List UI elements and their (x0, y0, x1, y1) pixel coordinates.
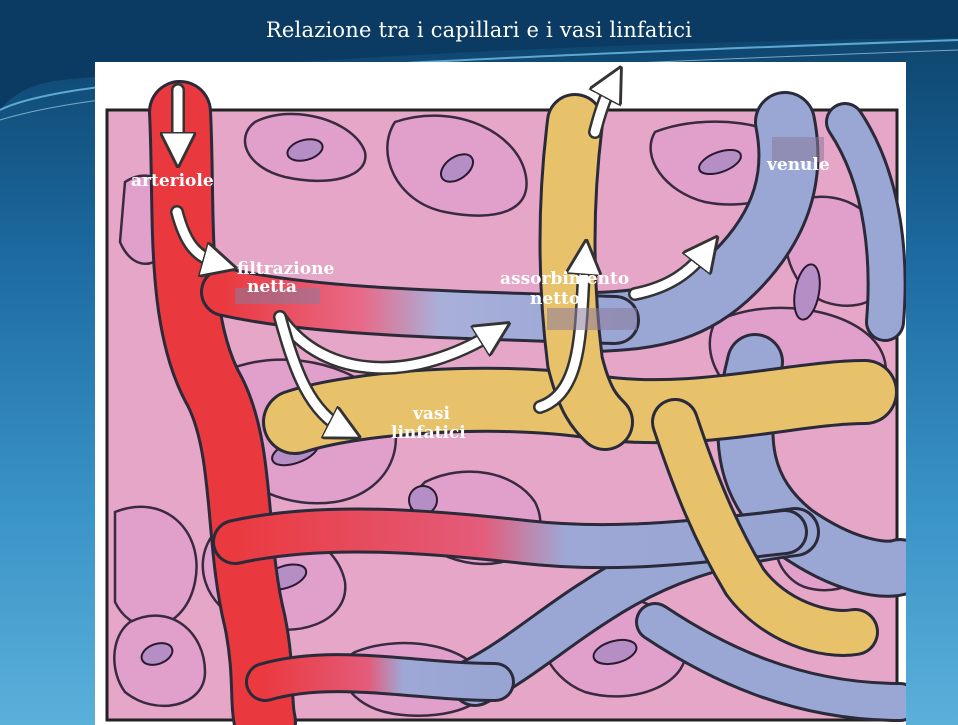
figure-panel: arteriole filtrazione netta assorbimento… (95, 62, 906, 725)
label-filtration-line1: filtrazione (237, 259, 334, 279)
label-lymphatics-line2: linfatici (391, 423, 466, 443)
label-absorption-line1: assorbimento (500, 269, 629, 289)
label-arterioles: arteriole (131, 171, 214, 191)
capillary-lymphatic-diagram: arteriole filtrazione netta assorbimento… (95, 62, 906, 725)
label-filtration-line2: netta (247, 277, 297, 297)
label-lymphatics-line1: vasi (412, 404, 450, 424)
label-patch (547, 308, 637, 330)
slide-title: Relazione tra i capillari e i vasi linfa… (0, 18, 958, 42)
label-venules: venule (766, 155, 830, 175)
label-absorption-line2: netto (530, 289, 580, 309)
